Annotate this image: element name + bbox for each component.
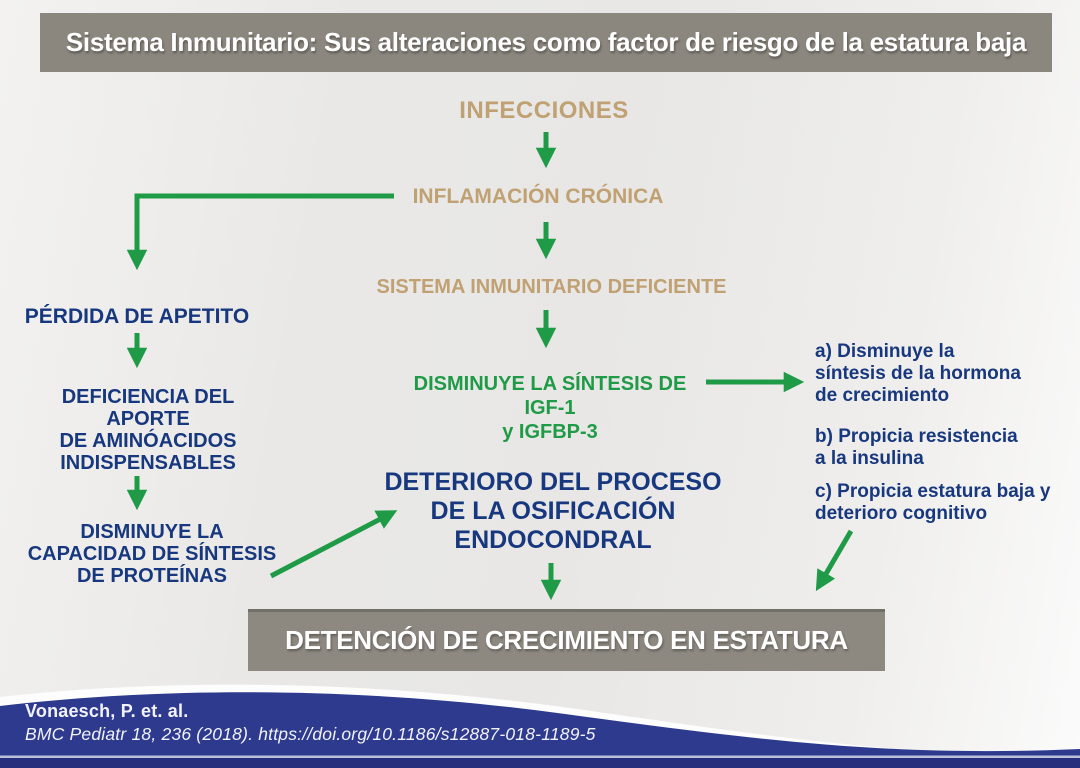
node-deficiencia-line3: INDISPENSABLES	[60, 452, 236, 474]
node-efecto-b-line1: b) Propicia resistencia	[815, 426, 1018, 447]
node-efecto-b: b) Propicia resistencia a la insulina	[815, 426, 1065, 470]
node-disminuye-capacidad: DISMINUYE LA CAPACIDAD DE SÍNTESIS DE PR…	[12, 521, 292, 587]
node-efecto-a-line2: síntesis de la hormona	[815, 363, 1021, 384]
node-capacidad-line3: DE PROTEÍNAS	[76, 565, 228, 587]
footer-seam-line	[0, 755, 1080, 758]
arrow-elbow-inflamacion-perdida	[126, 193, 394, 271]
node-infecciones: INFECCIONES	[394, 97, 694, 125]
arrow-diagonal-efectos-detencion	[815, 529, 854, 592]
citation-block: Vonaesch, P. et. al. BMC Pediatr 18, 236…	[25, 701, 596, 745]
node-capacidad-line1: DISMINUYE LA	[80, 521, 224, 543]
result-banner: DETENCIÓN DE CRECIMIENTO EN ESTATURA	[248, 609, 885, 671]
node-efecto-a: a) Disminuye la síntesis de la hormona d…	[815, 341, 1065, 407]
node-efecto-c: c) Propicia estatura baja y deterioro co…	[815, 481, 1065, 525]
node-deficiencia-aporte: DEFICIENCIA DEL APORTE DE AMINÓACIDOS IN…	[23, 386, 273, 474]
node-efecto-a-line1: a) Disminuye la	[815, 341, 955, 362]
node-efecto-c-line1: c) Propicia estatura baja y	[815, 481, 1051, 502]
node-disminuye-sintesis-line3: y IGFBP-3	[502, 421, 598, 443]
node-deterioro-line2: DE LA OSIFICACIÓN	[430, 497, 676, 525]
node-disminuye-sintesis-line2: IGF-1	[524, 397, 576, 419]
node-sistema-inmunitario: SISTEMA INMUNITARIO DEFICIENTE	[364, 276, 739, 299]
node-deficiencia-line1: DEFICIENCIA DEL APORTE	[61, 386, 235, 430]
footer-bottom-strip	[0, 758, 1080, 768]
page-title: Sistema Inmunitario: Sus alteraciones co…	[65, 27, 1027, 57]
node-inflamacion-label: INFLAMACIÓN CRÓNICA	[412, 185, 664, 208]
node-disminuye-sintesis: DISMINUYE LA SÍNTESIS DE IGF-1 y IGFBP-3	[400, 372, 700, 444]
node-deficiencia-line2: DE AMINÓACIDOS	[59, 430, 237, 452]
result-banner-label: DETENCIÓN DE CRECIMIENTO EN ESTATURA	[285, 624, 848, 655]
node-sistema-label: SISTEMA INMUNITARIO DEFICIENTE	[376, 276, 727, 298]
node-infecciones-label: INFECCIONES	[459, 97, 629, 124]
node-perdida-label: PÉRDIDA DE APETITO	[24, 305, 250, 328]
node-efecto-b-line2: a la insulina	[815, 448, 924, 469]
node-deterioro-line1: DETERIORO DEL PROCESO	[384, 468, 722, 496]
node-efecto-c-line2: deterioro cognitivo	[815, 503, 988, 524]
node-disminuye-sintesis-line1: DISMINUYE LA SÍNTESIS DE	[413, 373, 687, 395]
citation-authors: Vonaesch, P. et. al.	[25, 701, 189, 721]
node-capacidad-line2: CAPACIDAD DE SÍNTESIS	[27, 543, 277, 565]
node-inflamacion-cronica: INFLAMACIÓN CRÓNICA	[388, 185, 688, 209]
node-efecto-a-line3: de crecimiento	[815, 385, 950, 406]
node-deterioro-osificacion: DETERIORO DEL PROCESO DE LA OSIFICACIÓN …	[377, 468, 729, 555]
node-deterioro-line3: ENDOCONDRAL	[454, 526, 652, 554]
title-banner: Sistema Inmunitario: Sus alteraciones co…	[40, 13, 1052, 72]
citation-reference: BMC Pediatr 18, 236 (2018). https://doi.…	[25, 724, 596, 744]
node-perdida-apetito: PÉRDIDA DE APETITO	[16, 305, 258, 329]
